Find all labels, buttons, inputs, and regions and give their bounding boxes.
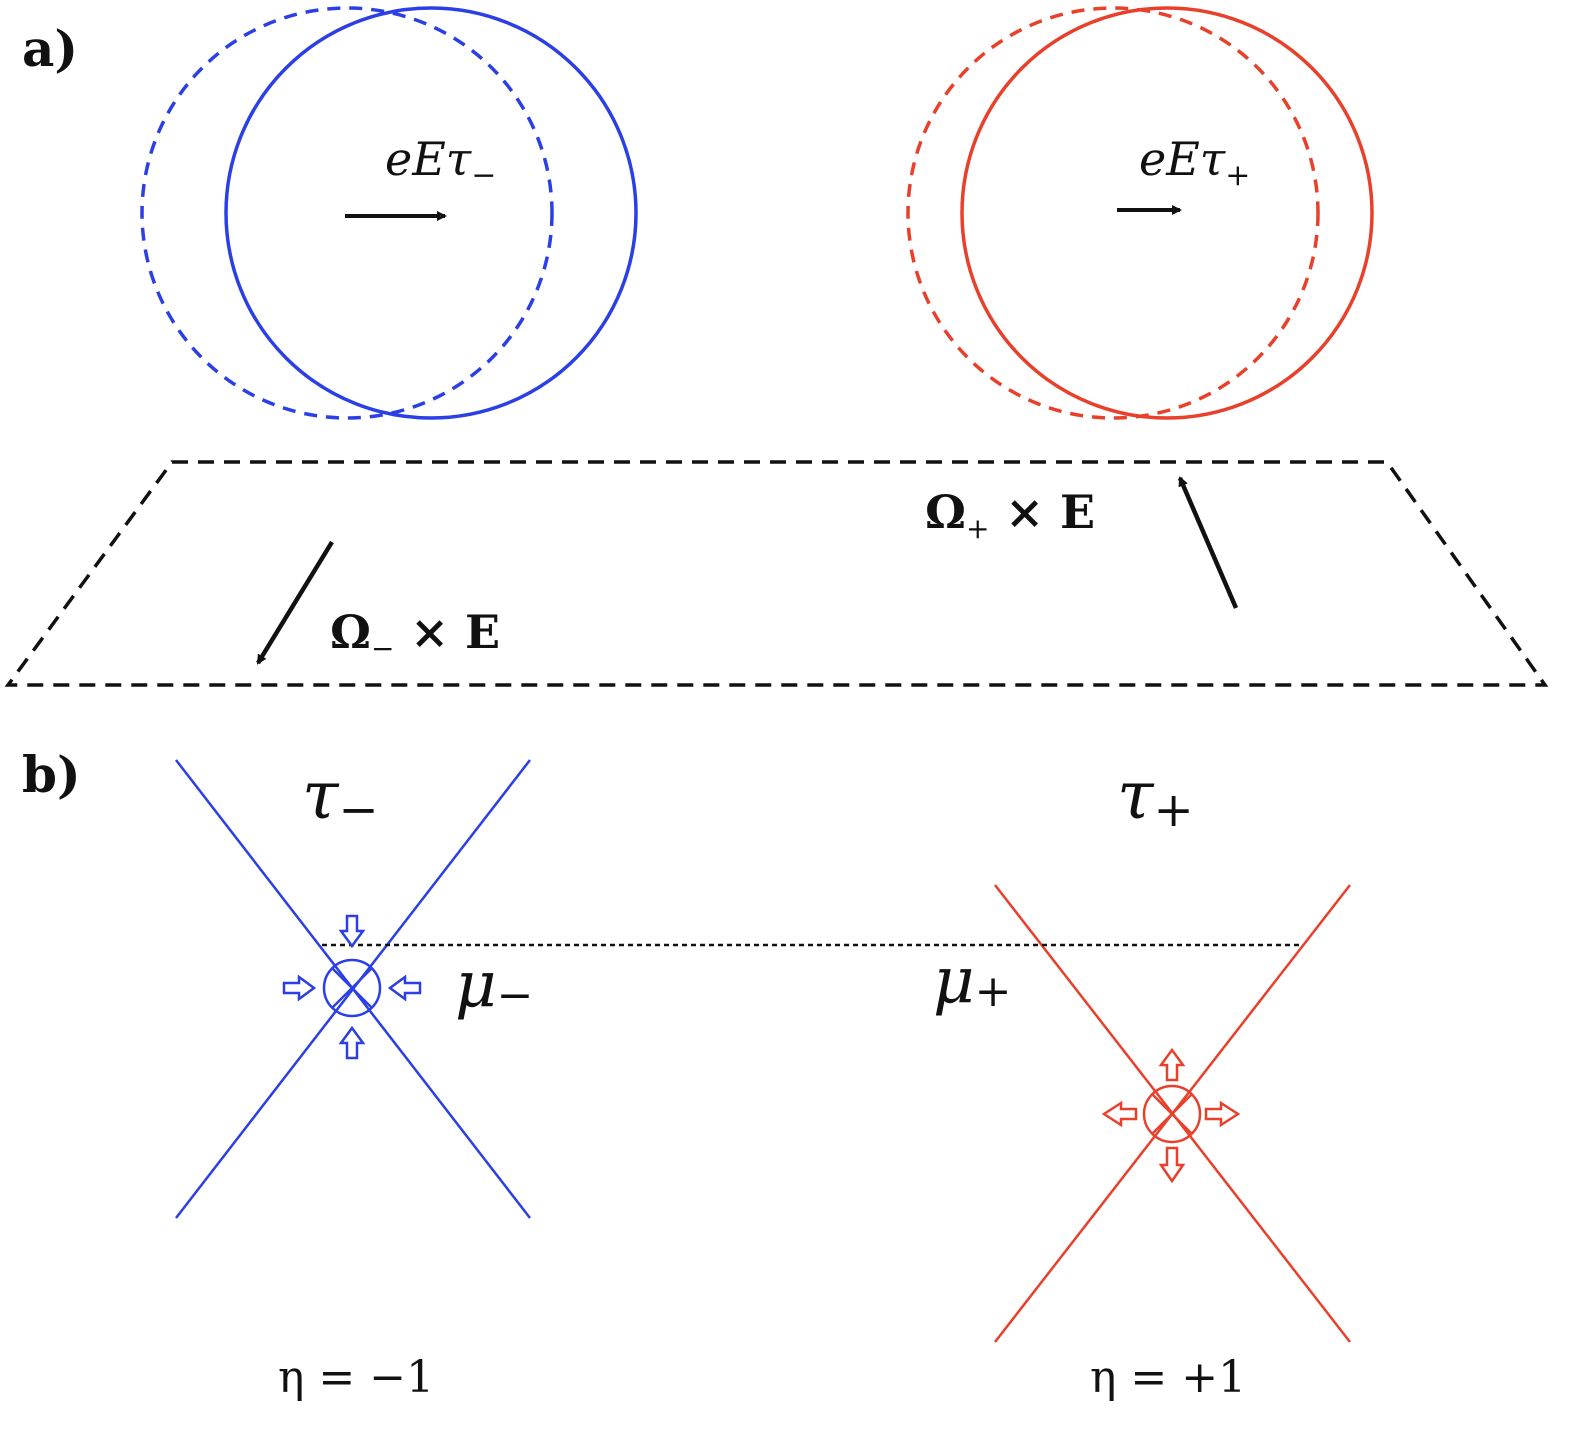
drift-label-plus: Ω+ × E bbox=[925, 485, 1095, 545]
hollow-arrow-icon bbox=[282, 974, 317, 1002]
hollow-arrow-icon bbox=[387, 974, 422, 1002]
hollow-arrow-icon bbox=[1101, 1100, 1138, 1128]
shift-label-minus: eEτ− bbox=[385, 132, 496, 193]
fermi-circle-shifted-minus bbox=[224, 6, 638, 420]
otimes-icon bbox=[1142, 1084, 1202, 1144]
drift-label-minus: Ω− × E bbox=[330, 605, 500, 665]
mu-label-minus: μ− bbox=[455, 948, 533, 1022]
diagonal-arrow-icon bbox=[1177, 476, 1239, 609]
sample-plane bbox=[4, 460, 1549, 687]
panel-a-label: a) bbox=[22, 19, 78, 78]
hollow-arrow-icon bbox=[338, 914, 366, 949]
hollow-arrow-icon bbox=[1158, 1146, 1186, 1184]
eta-label-minus: η = −1 bbox=[278, 1352, 434, 1403]
valley-name-plus: τ+ bbox=[1117, 757, 1194, 838]
shift-label-plus: eEτ+ bbox=[1139, 132, 1250, 193]
valley-name-minus: τ− bbox=[302, 757, 379, 838]
fermi-circle-shifted-plus bbox=[960, 6, 1374, 420]
eta-label-plus: η = +1 bbox=[1090, 1352, 1246, 1403]
fermi-circle-equilibrium-plus bbox=[906, 6, 1320, 420]
panel-b-label: b) bbox=[22, 745, 81, 804]
otimes-icon bbox=[322, 958, 382, 1018]
hollow-arrow-icon bbox=[1158, 1047, 1186, 1082]
hollow-arrow-icon bbox=[1204, 1100, 1241, 1128]
fermi-circle-equilibrium-minus bbox=[140, 6, 554, 420]
hollow-arrow-icon bbox=[338, 1025, 366, 1060]
mu-label-plus: μ+ bbox=[933, 944, 1011, 1018]
diagonal-arrow-icon bbox=[256, 540, 334, 665]
